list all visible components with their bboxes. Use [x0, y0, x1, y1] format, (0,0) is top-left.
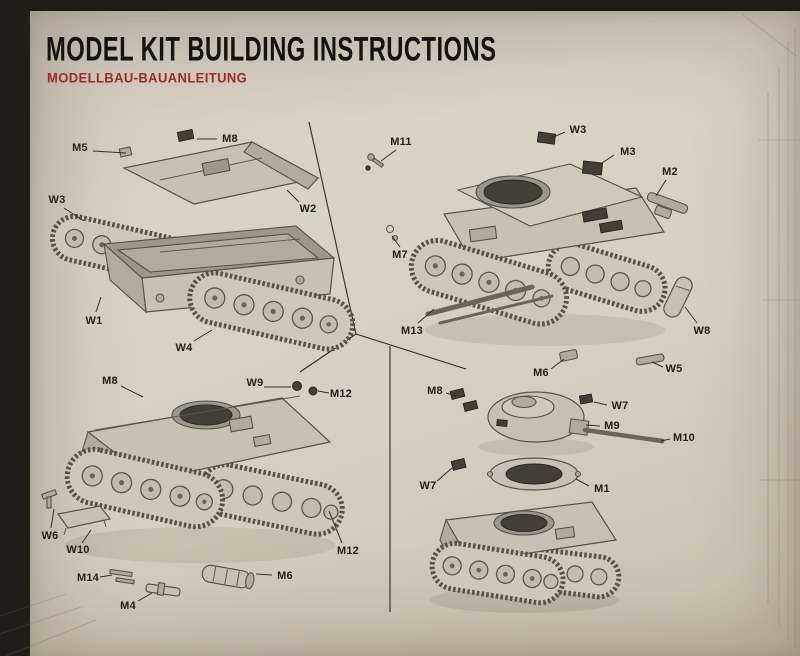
part-label-m3: M3: [620, 146, 636, 158]
panel-hull-fittings: [41, 381, 345, 597]
panel-hull-tub-and-tracks: [49, 128, 356, 352]
part-label-m8: M8: [222, 133, 238, 145]
leader-line: [255, 573, 273, 576]
part-label-m12: M12: [330, 388, 352, 400]
leader-line: [317, 390, 330, 394]
part-label-m9: M9: [604, 420, 620, 432]
leader-line: [593, 401, 608, 406]
leader-line: [417, 308, 435, 324]
leader-line: [95, 296, 102, 313]
part-label-w4: W4: [175, 342, 193, 354]
panel-turret-assembly: [429, 387, 665, 613]
leader-line: [380, 149, 397, 162]
divider-lines: [299, 121, 467, 612]
part-label-w7: W7: [419, 480, 437, 492]
leader-line: [445, 392, 457, 397]
part-label-m13: M13: [401, 325, 423, 337]
part-label-m2: M2: [662, 166, 678, 178]
leader-line: [598, 154, 615, 166]
leader-line: [436, 467, 453, 482]
part-label-w8: W8: [693, 325, 711, 337]
part-label-m14: M14: [77, 572, 99, 584]
part-label-m8: M8: [427, 385, 443, 397]
part-label-m10: M10: [673, 432, 695, 444]
paper-sheet: [28, 9, 800, 656]
part-label-m8: M8: [102, 375, 118, 387]
part-label-w1: W1: [85, 315, 103, 327]
leader-line: [655, 179, 667, 197]
leader-line: [550, 358, 565, 370]
leader-line: [193, 329, 213, 342]
leader-lines-layer: [50, 131, 698, 602]
part-label-m7: M7: [392, 249, 408, 261]
page-title: MODEL KIT BUILDING INSTRUCTIONS: [46, 30, 497, 68]
leader-line: [50, 508, 55, 529]
part-label-w9: W9: [246, 377, 264, 389]
part-label-m4: M4: [120, 600, 136, 612]
leader-line: [684, 306, 698, 324]
leader-line: [286, 189, 300, 203]
part-label-w7: W7: [611, 400, 629, 412]
leader-line: [120, 385, 144, 398]
part-label-m1: M1: [594, 483, 610, 495]
part-label-w3: W3: [48, 194, 66, 206]
leader-line: [550, 131, 566, 139]
part-label-m5: M5: [72, 142, 88, 154]
leader-line: [391, 235, 401, 248]
page-subtitle: MODELLBAU-BAUANLEITUNG: [47, 70, 248, 86]
part-label-w3: W3: [569, 124, 587, 136]
leader-line: [651, 361, 664, 368]
panel-chassis-upper-hull: [365, 131, 693, 366]
leader-line: [99, 574, 113, 578]
leader-line: [92, 150, 127, 154]
leader-line: [81, 529, 92, 544]
part-label-w6: W6: [41, 530, 59, 542]
leader-line: [328, 510, 343, 544]
part-label-w2: W2: [299, 203, 317, 215]
part-label-m6: M6: [533, 367, 549, 379]
part-label-w10: W10: [66, 544, 90, 556]
backdrop-ghost-lines: [0, 13, 800, 656]
part-label-m11: M11: [390, 136, 412, 148]
part-label-w5: W5: [665, 363, 683, 375]
part-label-m6: M6: [277, 570, 293, 582]
leader-line: [63, 207, 85, 222]
leader-line: [585, 424, 601, 427]
leader-line: [660, 438, 671, 442]
part-label-m12: M12: [337, 545, 359, 557]
leader-line: [137, 592, 153, 602]
leader-line: [575, 478, 590, 487]
